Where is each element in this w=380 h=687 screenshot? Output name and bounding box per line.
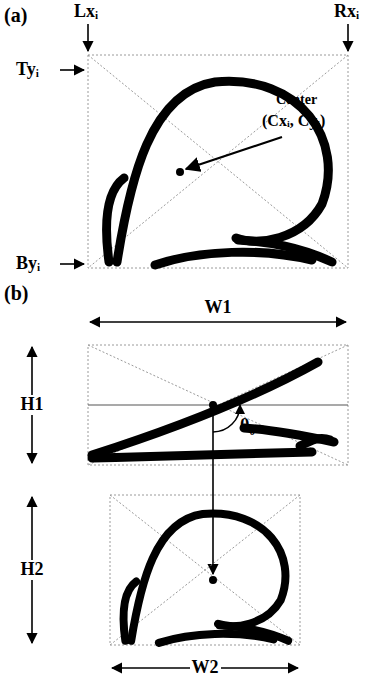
- bounding-box-b2: [110, 495, 300, 645]
- dimension-arrows: [32, 322, 346, 668]
- coordinate-label: Lxᵢ: [74, 2, 98, 22]
- dimension-label: W1: [205, 298, 232, 318]
- coordinate-label: Tyᵢ: [16, 60, 39, 80]
- dimension-label: H2: [18, 560, 45, 580]
- panel-letter: (b): [4, 282, 28, 304]
- center-label: Center: [276, 92, 317, 107]
- center-dot: [176, 168, 184, 176]
- dimension-label: W2: [190, 658, 221, 678]
- bounding-box-a: [88, 55, 348, 268]
- center-dot: [209, 576, 217, 584]
- bounding-box-b1: [88, 345, 348, 465]
- angle-label: θ₀: [240, 416, 255, 436]
- angle-arc: [213, 405, 240, 432]
- handwritten-character-a: [107, 81, 332, 265]
- handwritten-character-b2: [124, 514, 289, 643]
- coordinate-label: Byᵢ: [16, 254, 40, 274]
- dimension-label: H1: [18, 395, 45, 415]
- pointer-arrows: [60, 24, 348, 264]
- coordinate-label: Rxᵢ: [334, 2, 359, 22]
- offset-arrow: [212, 405, 214, 574]
- center-coordinates: (Cxᵢ, Cyᵢ): [262, 112, 325, 130]
- panel-letter: (a): [4, 4, 27, 26]
